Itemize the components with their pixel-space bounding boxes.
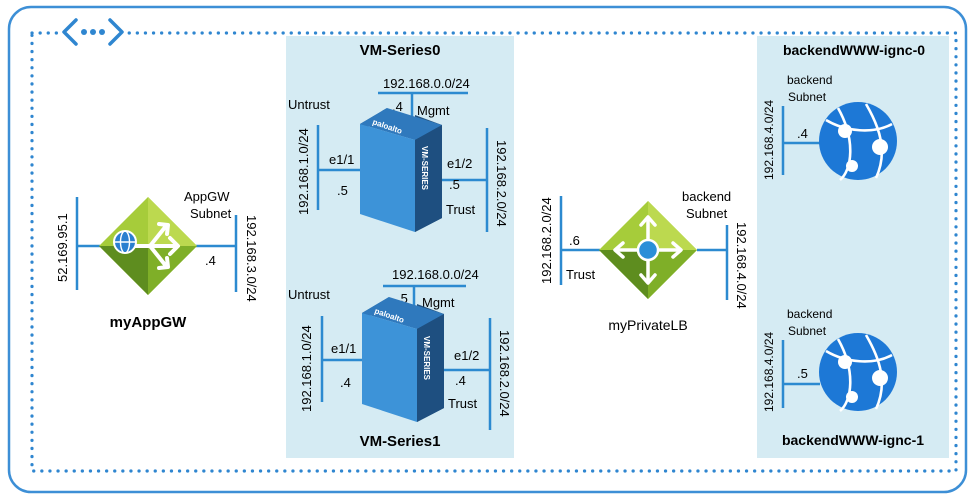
appgw-icon [99, 197, 197, 295]
appgw-lines [75, 197, 238, 292]
vnet-dotted-border [30, 31, 958, 473]
backend0-subnet: 192.168.4.0/24 [762, 100, 776, 180]
vm1-title: VM-Series1 [360, 433, 441, 450]
backend1-ip: .5 [797, 366, 808, 381]
backend0-title: backendWWW-ignc-0 [783, 42, 925, 58]
vm1-trust-subnet: 192.168.2.0/24 [497, 330, 512, 417]
vm1-mgmt-subnet: 192.168.0.0/24 [392, 267, 479, 282]
backend1-title: backendWWW-ignc-1 [782, 432, 924, 448]
vm0-e11-ip: .5 [337, 183, 348, 198]
appgw-subnet-label: AppGW [184, 189, 230, 204]
lb-name: myPrivateLB [608, 317, 687, 333]
vm0-e12-label: e1/2 [447, 156, 472, 171]
lb-trust-ip: .6 [569, 233, 580, 248]
vm1-e11-ip: .4 [340, 375, 351, 390]
backend0-subnet-label: Subnet [788, 90, 827, 104]
backend1-subnet: 192.168.4.0/24 [762, 332, 776, 412]
backend1-subnet-label: backend [787, 307, 832, 321]
backend0-lines [781, 106, 820, 175]
lb-backend-subnet: 192.168.4.0/24 [734, 222, 749, 309]
lb-trust-label: Trust [566, 267, 596, 282]
vm1-firewall-icon: VM-SERIES paloalto [362, 297, 444, 422]
backend0-ip: .4 [797, 126, 808, 141]
vnet-icon [60, 18, 126, 46]
appgw-ip: .4 [205, 253, 216, 268]
vm1-e12-label: e1/2 [454, 348, 479, 363]
lb-backend-label: Subnet [686, 206, 728, 221]
backend1-subnet-label: Subnet [788, 324, 827, 338]
backend1-web-app-icon [819, 333, 897, 412]
vm0-mgmt-subnet: 192.168.0.0/24 [383, 76, 470, 91]
lb-backend-label: backend [682, 189, 731, 204]
vm1-untrust-label: Untrust [288, 287, 330, 302]
vm1-e11-label: e1/1 [331, 341, 356, 356]
backend1-lines [781, 340, 820, 408]
backend0-web-app-icon [819, 102, 897, 181]
vm1-untrust-subnet: 192.168.1.0/24 [299, 325, 314, 412]
vm0-mgmt-label: Mgmt [417, 103, 450, 118]
vm0-e11-label: e1/1 [329, 152, 354, 167]
lb-lines [559, 196, 729, 300]
vm1-series-label: VM-SERIES [422, 336, 431, 381]
vm0-trust-label: Trust [446, 202, 476, 217]
vm0-trust-subnet: 192.168.2.0/24 [494, 140, 509, 227]
vm0-firewall-icon: VM-SERIES paloalto [360, 108, 442, 232]
vnet-frame [7, 5, 968, 494]
vm0-title: VM-Series0 [360, 42, 441, 59]
vm0-untrust-label: Untrust [288, 97, 330, 112]
vm1-e12-ip: .4 [455, 373, 466, 388]
vm0-untrust-subnet: 192.168.1.0/24 [296, 128, 311, 215]
lb-trust-subnet: 192.168.2.0/24 [539, 197, 554, 284]
vm0-series-label: VM-SERIES [420, 146, 429, 191]
appgw-public-ip: 52.169.95.1 [55, 213, 70, 282]
appgw-subnet-label: Subnet [190, 206, 232, 221]
appgw-name: myAppGW [110, 314, 188, 331]
backend0-subnet-label: backend [787, 73, 832, 87]
vm1-mgmt-ip: .5 [397, 291, 408, 306]
vm0-e12-ip: .5 [449, 177, 460, 192]
vm0-mgmt-ip: .4 [392, 99, 403, 114]
load-balancer-icon [599, 201, 697, 299]
vm1-trust-label: Trust [448, 396, 478, 411]
vm1-mgmt-label: Mgmt [422, 295, 455, 310]
appgw-subnet: 192.168.3.0/24 [244, 215, 259, 302]
